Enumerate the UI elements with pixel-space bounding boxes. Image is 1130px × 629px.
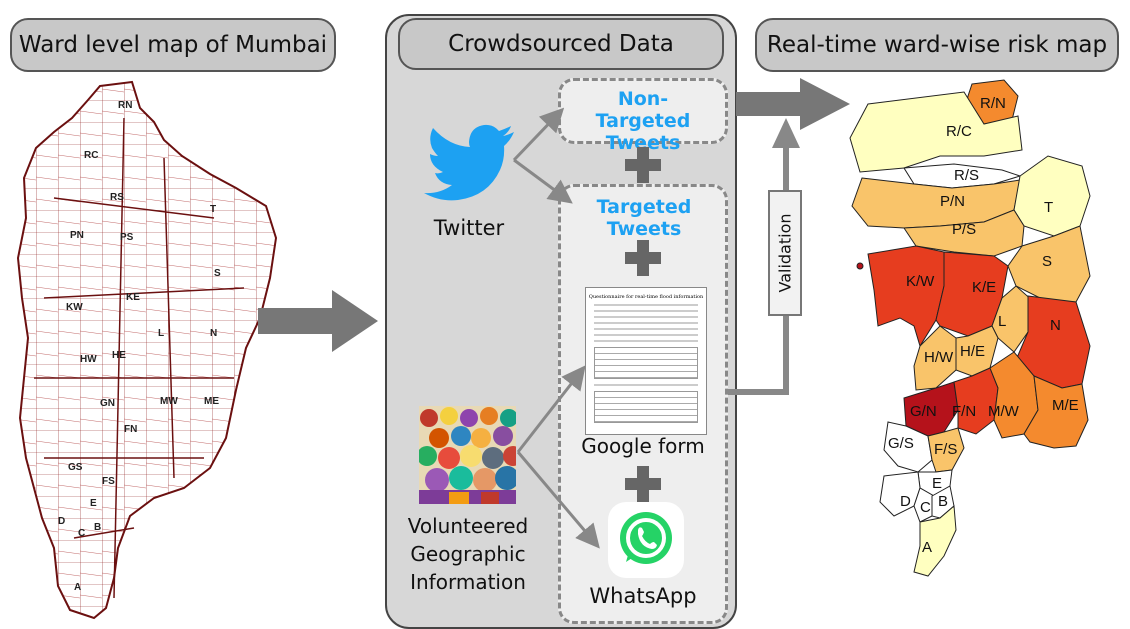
ward-label-rc: RC <box>84 150 98 161</box>
twitter-icon <box>424 124 514 201</box>
header-risk-map-label: Real-time ward-wise risk map <box>766 32 1108 58</box>
targeted-tweets-label: Targeted Tweets <box>596 196 692 240</box>
ward-label-c: C <box>78 528 85 539</box>
risk-label-rs: R/S <box>954 167 979 184</box>
arrow-map-to-crowdsourced <box>258 290 378 352</box>
risk-label-rc: R/C <box>946 123 972 140</box>
risk-label-rn: R/N <box>980 95 1006 112</box>
header-crowdsourced-label: Crowdsourced Data <box>448 31 674 57</box>
ward-label-b: B <box>94 522 101 533</box>
ward-label-kw: KW <box>66 302 83 313</box>
risk-label-c: C <box>920 499 931 516</box>
ward-label-fs: FS <box>102 476 115 487</box>
risk-map: R/N R/C R/S P/N T P/S S K/W K/E L N H/W … <box>849 79 1091 577</box>
google-form-label: Google form <box>581 434 705 458</box>
ward-fn <box>953 367 999 435</box>
risk-label-gs: G/S <box>888 435 914 452</box>
volunteered-info-label: Volunteered Geographic Information <box>407 514 529 594</box>
ward-level-map: RN RC RS PN PS T KW KE S L N HW HE GN FN… <box>16 80 278 620</box>
ward-label-ke: KE <box>126 292 140 303</box>
ward-label-hw: HW <box>80 354 97 365</box>
ward-a <box>913 504 957 577</box>
risk-label-n: N <box>1050 317 1061 334</box>
header-ward-map: Ward level map of Mumbai <box>10 18 336 72</box>
ward-label-rs: RS <box>110 192 124 203</box>
ward-label-s: S <box>214 268 221 279</box>
risk-label-l: L <box>998 313 1006 330</box>
risk-label-gn: G/N <box>910 403 937 420</box>
risk-label-s: S <box>1042 253 1052 270</box>
risk-label-a: A <box>922 539 932 556</box>
plus-icon <box>625 240 661 276</box>
risk-label-b: B <box>938 493 948 510</box>
risk-label-hw: H/W <box>924 349 954 366</box>
whatsapp-label: WhatsApp <box>589 584 697 608</box>
ward-fs <box>927 427 965 473</box>
risk-label-mw: M/W <box>988 403 1020 420</box>
ward-label-e: E <box>90 498 97 509</box>
risk-label-d: D <box>900 493 911 510</box>
google-form-document: Questionnaire for real-time flood inform… <box>585 287 707 435</box>
ward-label-rn: RN <box>118 100 132 111</box>
risk-label-pn: P/N <box>940 193 965 210</box>
whatsapp-icon <box>608 502 684 578</box>
ward-gs <box>883 421 933 473</box>
risk-label-t: T <box>1044 199 1053 216</box>
twitter-label: Twitter <box>433 216 505 240</box>
ward-label-l: L <box>158 328 164 339</box>
risk-label-fs: F/S <box>934 441 957 458</box>
ward-label-mw: MW <box>160 396 178 407</box>
ward-label-fn: FN <box>124 424 137 435</box>
risk-label-e: E <box>932 475 942 492</box>
risk-label-ke: K/E <box>972 279 996 296</box>
ward-hw <box>913 325 957 391</box>
ward-me <box>1023 375 1089 449</box>
header-crowdsourced: Crowdsourced Data <box>398 18 724 70</box>
risk-label-ps: P/S <box>952 221 976 238</box>
header-risk-map: Real-time ward-wise risk map <box>755 18 1119 72</box>
ward-he <box>955 325 999 377</box>
plus-icon <box>625 466 661 502</box>
ward-ps <box>903 209 1025 257</box>
volunteers-image <box>419 406 516 504</box>
validation-label: Validation <box>775 213 795 293</box>
ward-label-a: A <box>74 582 81 593</box>
ward-label-t: T <box>210 204 216 215</box>
ward-label-me: ME <box>204 396 219 407</box>
ward-label-pn: PN <box>70 230 84 241</box>
ward-label-gs: GS <box>68 462 83 473</box>
plus-icon <box>625 147 661 183</box>
ward-kw <box>867 245 945 348</box>
risk-label-he: H/E <box>960 343 985 360</box>
non-targeted-tweets-box <box>558 78 728 144</box>
ward-label-he: HE <box>112 350 126 361</box>
header-ward-map-label: Ward level map of Mumbai <box>18 32 328 58</box>
risk-label-kw: K/W <box>906 273 935 290</box>
arrow-to-risk-map <box>736 78 850 130</box>
ward-label-n: N <box>210 328 217 339</box>
form-title: Questionnaire for real-time flood inform… <box>588 294 704 300</box>
ward-label-d: D <box>58 516 65 527</box>
ward-rc <box>849 91 1023 173</box>
risk-label-fn: F/N <box>952 403 976 420</box>
ward-label-gn: GN <box>100 398 115 409</box>
ward-t <box>1013 155 1091 237</box>
validation-box: Validation <box>768 190 802 316</box>
risk-label-me: M/E <box>1052 397 1079 414</box>
ward-label-ps: PS <box>120 232 134 243</box>
non-targeted-tweets-label: Non-Targeted Tweets <box>595 88 691 154</box>
